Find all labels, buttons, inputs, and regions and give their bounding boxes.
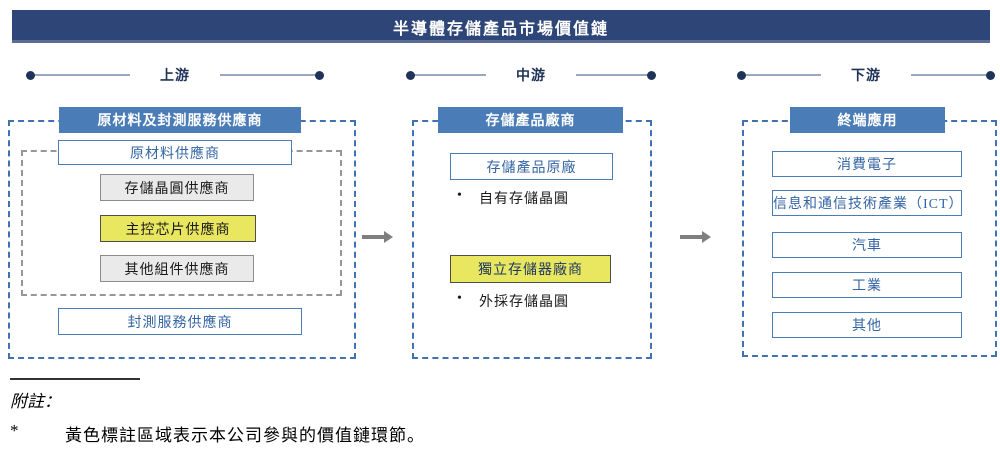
own-storage-wafer-bullet: • 自有存儲晶圓 (457, 188, 569, 208)
external-storage-wafer-bullet: • 外採存儲晶圓 (457, 291, 569, 311)
downstream-rail: 下游 (737, 67, 995, 83)
upstream-panel-header: 原材料及封測服務供應商 (59, 107, 301, 133)
flow-arrow-right-icon (680, 235, 702, 239)
others-box: 其他 (772, 312, 962, 338)
midstream-panel-header: 存儲產品廠商 (438, 107, 623, 133)
bullet-icon: • (457, 291, 463, 306)
rail-endpoint-dot-icon (737, 70, 746, 80)
rail-endpoint-dot-icon (26, 70, 35, 80)
rail-endpoint-dot-icon (406, 70, 415, 80)
flow-arrow-right-icon (362, 235, 384, 239)
bullet-icon: • (457, 188, 463, 203)
midstream-rail-label: 中游 (516, 67, 546, 83)
storage-wafer-supplier-box: 存儲晶圓供應商 (100, 174, 254, 201)
rail-endpoint-dot-icon (986, 70, 995, 80)
rail-endpoint-dot-icon (315, 70, 324, 80)
bullet-text: 自有存儲晶圓 (479, 192, 569, 207)
midstream-rail: 中游 (406, 67, 656, 83)
packaging-testing-supplier-box: 封測服務供應商 (58, 308, 302, 335)
raw-material-supplier-box: 原材料供應商 (58, 140, 292, 165)
footnote-asterisk: * (10, 421, 19, 440)
rail-endpoint-dot-icon (647, 70, 656, 80)
footnote-divider (10, 378, 140, 380)
downstream-panel-header: 終端應用 (790, 107, 945, 133)
independent-storage-vendor-box-highlighted: 獨立存儲器廠商 (450, 255, 611, 283)
rail-line (35, 74, 130, 76)
rail-line (415, 74, 486, 76)
rail-line (911, 74, 986, 76)
controller-chip-supplier-box-highlighted: 主控芯片供應商 (100, 215, 256, 242)
footnote: * 黃色標註區域表示本公司參與的價值鏈環節。 (10, 421, 425, 446)
ict-industry-box: 信息和通信技術產業（ICT） (772, 190, 963, 216)
diagram-title: 半導體存儲產品市場價值鏈 (12, 10, 990, 43)
upstream-rail: 上游 (26, 67, 324, 83)
upstream-rail-label: 上游 (160, 67, 190, 83)
footnote-label: 附註： (10, 392, 61, 411)
rail-line (576, 74, 647, 76)
rail-line (220, 74, 315, 76)
automotive-box: 汽車 (772, 232, 962, 258)
industrial-box: 工業 (772, 272, 962, 298)
storage-product-oem-box: 存儲產品原廠 (450, 153, 613, 180)
rail-line (746, 74, 821, 76)
footnote-text: 黃色標註區域表示本公司參與的價值鏈環節。 (65, 426, 425, 445)
downstream-rail-label: 下游 (851, 67, 881, 83)
other-components-supplier-box: 其他組件供應商 (100, 255, 254, 282)
consumer-electronics-box: 消費電子 (772, 151, 962, 177)
bullet-text: 外採存儲晶圓 (479, 295, 569, 310)
